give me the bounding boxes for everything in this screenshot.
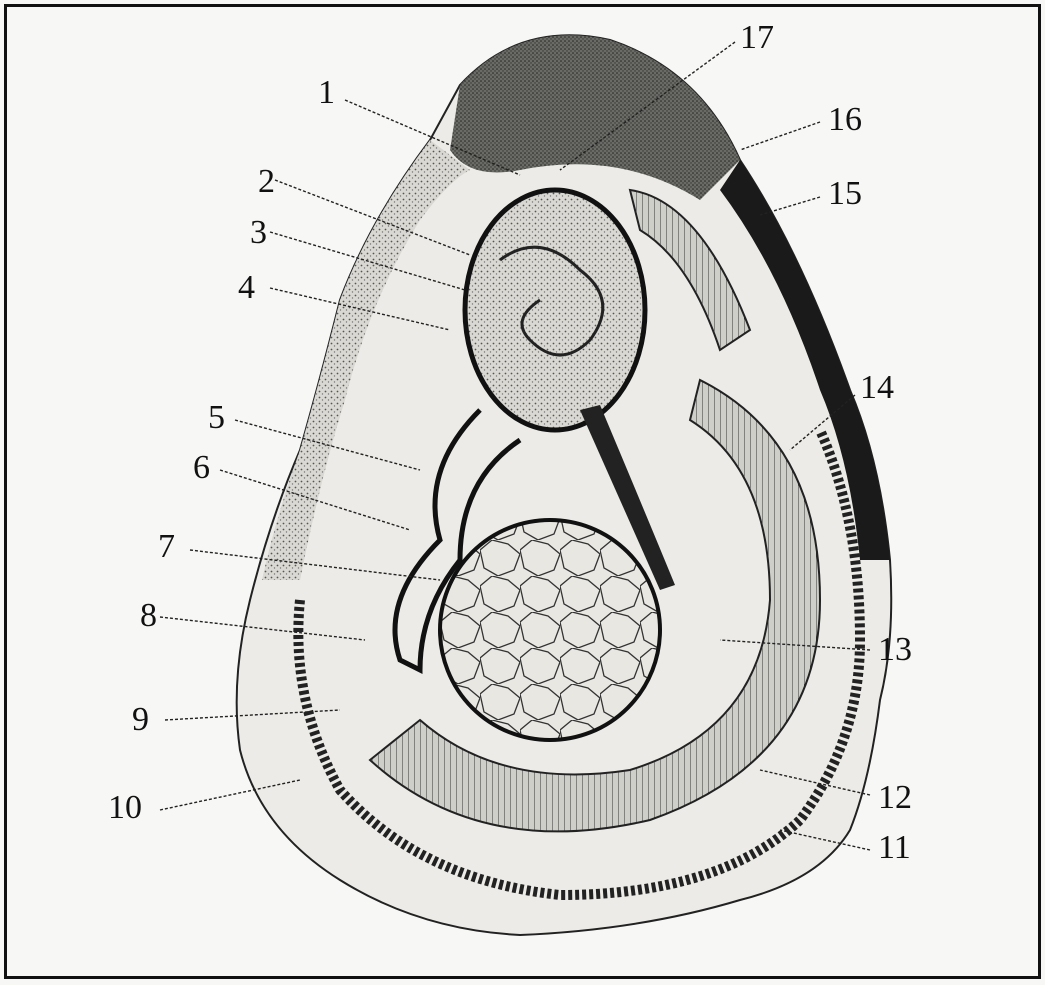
label-17: 17	[740, 19, 774, 56]
label-3: 3	[250, 214, 267, 251]
digestive-gland	[465, 190, 645, 430]
label-13: 13	[878, 631, 912, 668]
label-14: 14	[860, 369, 894, 406]
adductor-muscle	[440, 520, 660, 740]
label-7: 7	[158, 528, 175, 565]
label-16: 16	[828, 101, 862, 138]
label-6: 6	[193, 449, 210, 486]
label-15: 15	[828, 175, 862, 212]
label-4: 4	[238, 269, 255, 306]
label-10: 10	[108, 789, 142, 826]
label-8: 8	[140, 597, 157, 634]
label-1: 1	[318, 74, 335, 111]
label-5: 5	[208, 399, 225, 436]
label-11: 11	[878, 829, 911, 866]
label-12: 12	[878, 779, 912, 816]
label-9: 9	[132, 701, 149, 738]
label-2: 2	[258, 163, 275, 200]
